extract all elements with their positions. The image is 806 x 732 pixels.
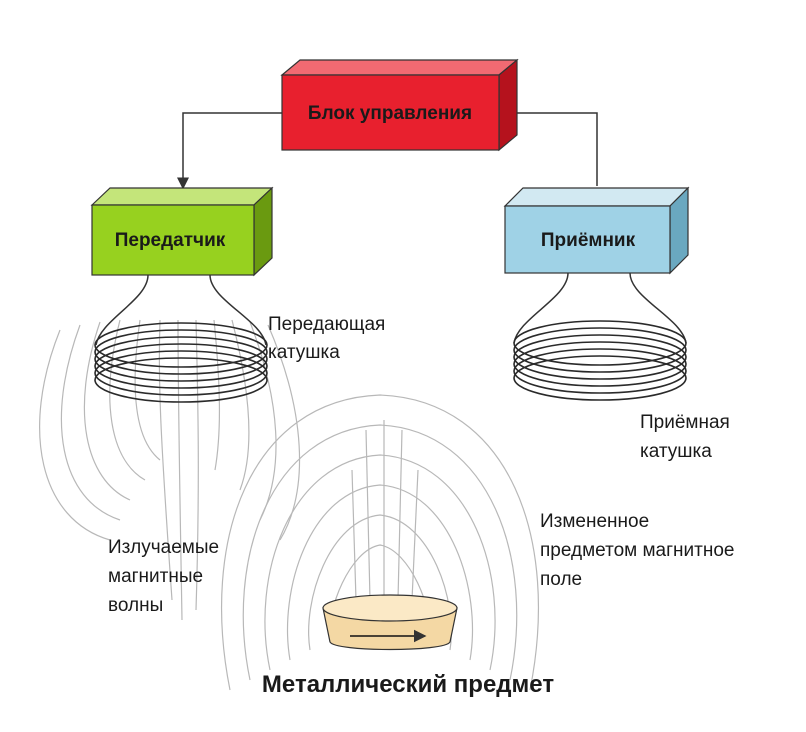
- receiver-to-control-arrow: [498, 107, 598, 186]
- control-block-face: [281, 74, 500, 151]
- receiver-block-face: [504, 205, 671, 274]
- transmit-coil: [94, 274, 268, 403]
- transmitter-block-face: [91, 204, 255, 276]
- receiver-label: Приёмник: [541, 230, 636, 251]
- metal-object: [322, 594, 458, 651]
- receive-coil: [513, 272, 687, 401]
- object-field-lines: [220, 394, 540, 691]
- metal-object-caption: Металлический предмет: [262, 671, 554, 698]
- emitted-waves-caption-line1: Излучаемые: [108, 537, 219, 558]
- changed-field-caption-line1: Измененное: [540, 511, 649, 532]
- signal-wires: [177, 107, 598, 190]
- receive-coil-caption-line1: Приёмная: [640, 412, 730, 433]
- receiver-block: Приёмник: [503, 186, 690, 275]
- control-to-transmitter-arrow: [177, 112, 282, 190]
- emitted-waves-caption-line2: магнитные: [108, 566, 203, 587]
- transmit-coil-caption-line2: катушка: [268, 342, 340, 363]
- control-block: Блок управления: [280, 58, 519, 152]
- transmit-coil-caption-line1: Передающая: [268, 314, 385, 335]
- receive-coil-caption-line2: катушка: [640, 441, 712, 462]
- transmitter-label: Передатчик: [115, 230, 226, 251]
- control-block-label: Блок управления: [308, 103, 472, 124]
- changed-field-caption-line3: поле: [540, 569, 582, 590]
- changed-field-caption-line2: предметом магнитное: [540, 540, 734, 561]
- transmitter-block: Передатчик: [90, 186, 274, 277]
- emitted-waves-caption-line3: волны: [108, 595, 163, 616]
